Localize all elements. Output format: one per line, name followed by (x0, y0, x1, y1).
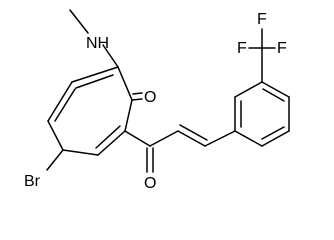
bond-methyl-nh (69, 9, 89, 34)
bond-c1-c7 (124, 99, 133, 132)
bond-c7-c6-inner (95, 125, 121, 149)
bond-ph-6 (234, 130, 263, 147)
bond-alkene (177, 130, 206, 147)
ring-ketone-o-label: O (144, 89, 156, 106)
bond-c5-c4 (47, 120, 64, 151)
bond-c3-c2 (71, 66, 119, 83)
bond-ph-3-inner (262, 88, 285, 102)
bond-c7-c6 (97, 130, 126, 156)
bond-ph-3 (261, 81, 290, 98)
bond-alkene-phenyl (204, 130, 236, 147)
f-right-label: F (277, 40, 287, 57)
diagram-canvas: NH O O Br F F F (24, 9, 290, 192)
bond-ph-5 (261, 130, 290, 147)
bond-ph-5-inner (261, 126, 285, 140)
bond-c4-c3-inner (54, 88, 76, 122)
bond-carbonyl-alkene (149, 130, 179, 147)
bond-c2-c1 (117, 66, 133, 101)
bond-c5-br (46, 149, 64, 171)
bond-c4-c3 (47, 81, 73, 122)
bond-c3-c2-inner (75, 74, 114, 89)
chain-ketone-o-label: O (144, 175, 156, 192)
bond-alkene-2 (179, 124, 208, 141)
bromine-label: Br (24, 173, 41, 190)
f-left-label: F (237, 40, 247, 57)
bond-ring-ketone-2 (132, 92, 143, 95)
bond-c7-carbonyl (124, 130, 151, 147)
bond-ph-2 (234, 81, 263, 98)
molecule-structure: NH O O Br F F F (24, 9, 290, 192)
bond-nh-c2 (102, 44, 119, 68)
bond-ring-ketone (131, 98, 143, 101)
bond-c6-c5 (62, 149, 99, 156)
f-top-label: F (257, 11, 267, 28)
nh-label: NH (86, 35, 109, 52)
